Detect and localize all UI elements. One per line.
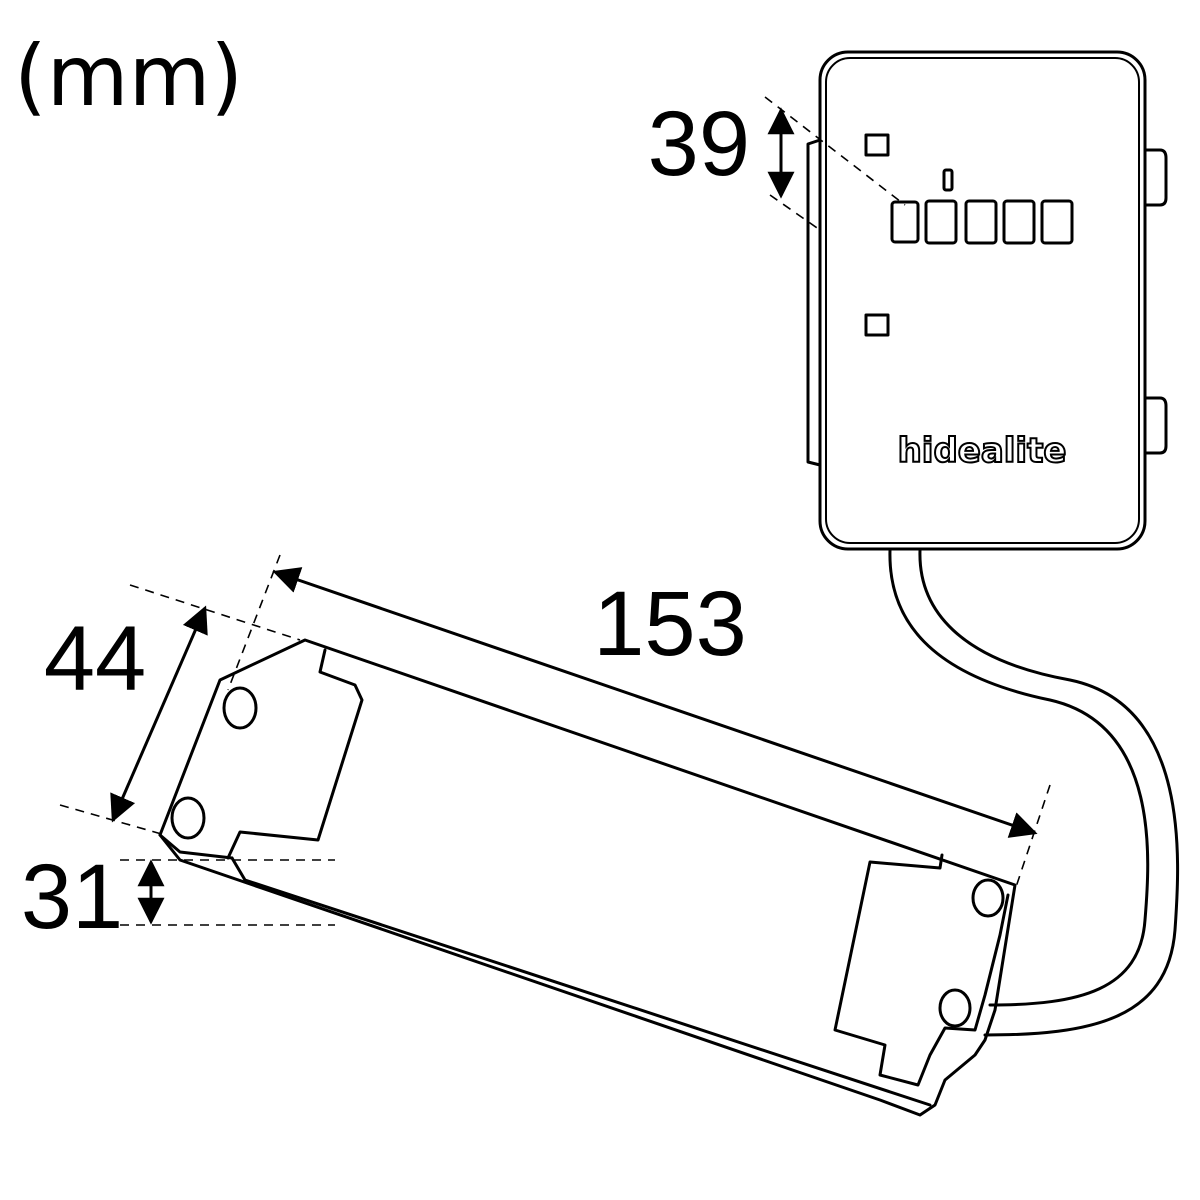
cable — [888, 548, 1180, 1037]
dimension-label-39: 39 — [648, 93, 750, 195]
led-driver — [158, 638, 1017, 1117]
indicator-square-icon — [864, 133, 890, 157]
indicator-square-icon — [864, 313, 890, 337]
dimension-31: 31 — [21, 846, 335, 948]
controller-box: hidealite — [806, 50, 1168, 551]
dimension-39: 39 — [648, 93, 906, 231]
dimension-44: 44 — [44, 584, 301, 836]
dimension-153: 153 — [227, 554, 1051, 891]
button-row-icon — [890, 199, 1074, 245]
dimension-label-44: 44 — [44, 608, 146, 710]
brand-logo: hidealite — [898, 431, 1067, 471]
dimension-label-31: 31 — [21, 846, 123, 948]
units-label: (mm) — [14, 27, 243, 125]
dimension-label-153: 153 — [593, 573, 747, 675]
